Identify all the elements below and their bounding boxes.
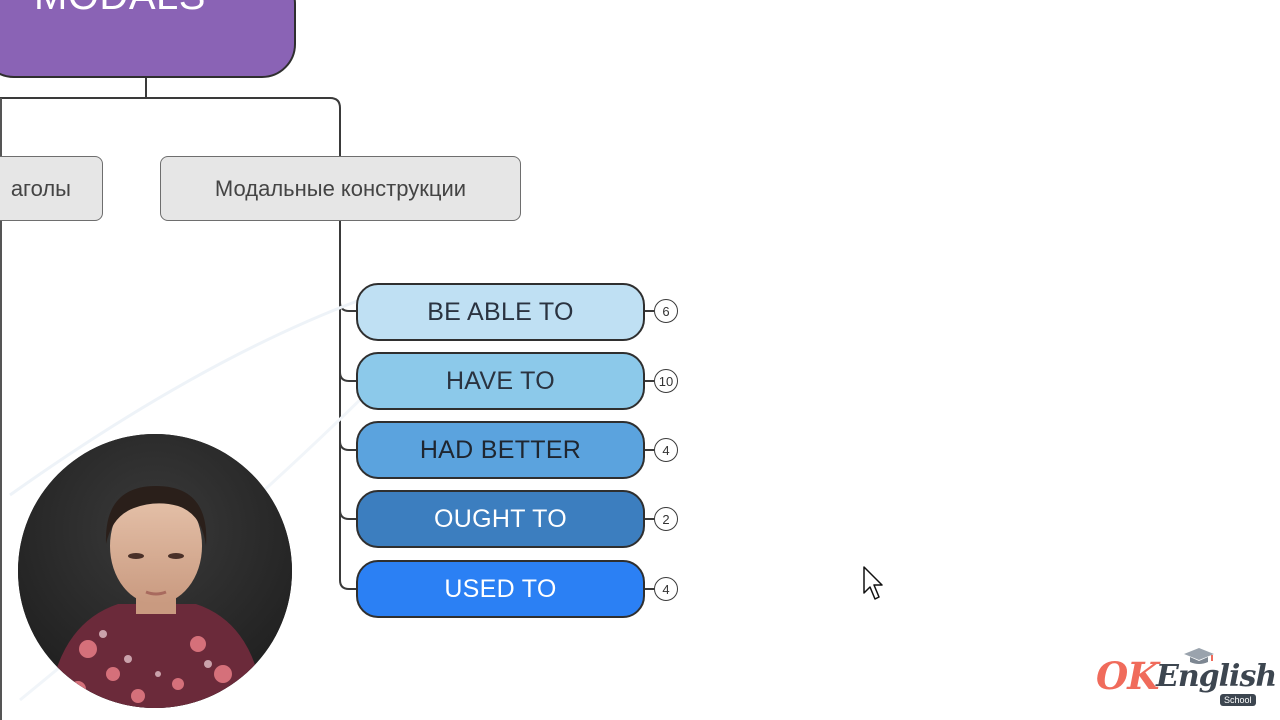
logo-english-text: English	[1156, 659, 1277, 694]
branch-line-3	[339, 440, 356, 451]
faint-guide-curve	[9, 298, 361, 497]
root-branch-line	[0, 97, 341, 156]
count-value: 2	[662, 511, 670, 527]
mouse-cursor-icon	[863, 566, 883, 600]
topic-had-better[interactable]: HAD BETTER	[356, 421, 645, 479]
node-modal-constructions-label: Модальные конструкции	[214, 175, 467, 201]
count-badge[interactable]: 4	[654, 577, 678, 601]
branch-line-1	[339, 301, 356, 312]
count-badge[interactable]: 6	[654, 299, 678, 323]
topic-used-to[interactable]: USED TO	[356, 560, 645, 618]
topic-label: HAD BETTER	[419, 435, 582, 464]
count-badge[interactable]: 4	[654, 438, 678, 462]
graduation-cap-icon	[1184, 648, 1214, 664]
count-badge[interactable]: 2	[654, 507, 678, 531]
node-modal-constructions[interactable]: Модальные конструкции	[160, 156, 521, 221]
ok-english-logo: OK English School	[1096, 646, 1277, 712]
presenter-video-image	[18, 434, 292, 708]
node-verbs[interactable]: аголы	[0, 156, 103, 221]
count-badge[interactable]: 10	[654, 369, 678, 393]
topic-label: USED TO	[444, 574, 557, 603]
root-node-modals[interactable]: MODALS	[0, 0, 296, 78]
topic-label: HAVE TO	[445, 366, 556, 395]
topic-label: OUGHT TO	[434, 504, 567, 533]
count-value: 4	[662, 581, 670, 597]
webcam-overlay	[18, 434, 292, 708]
topic-ought-to[interactable]: OUGHT TO	[356, 490, 645, 548]
branch-line-4	[339, 509, 356, 520]
root-node-label: MODALS	[34, 0, 206, 18]
count-value: 6	[662, 303, 670, 319]
logo-school-tag: School	[1220, 694, 1256, 706]
branch-line-2	[339, 371, 356, 382]
topic-be-able-to[interactable]: BE ABLE TO	[356, 283, 645, 341]
logo-ok-text: OK	[1096, 654, 1159, 698]
count-value: 4	[662, 442, 670, 458]
count-value: 10	[658, 373, 674, 389]
parent-trunk-line	[339, 221, 356, 590]
topic-have-to[interactable]: HAVE TO	[356, 352, 645, 410]
node-verbs-label: аголы	[10, 175, 71, 201]
topic-label: BE ABLE TO	[427, 297, 574, 326]
